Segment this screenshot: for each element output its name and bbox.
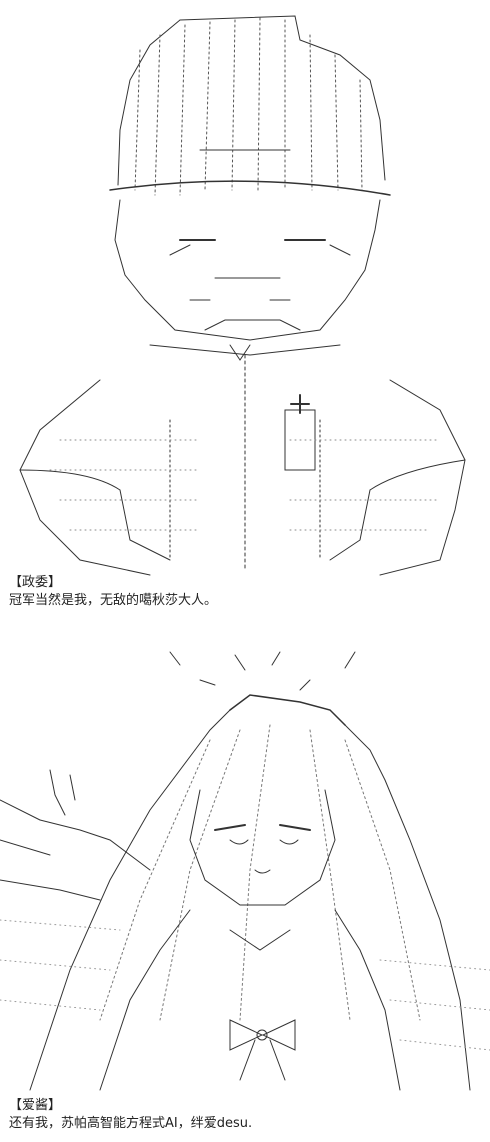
art-panel-katyusha: 【政委】 冠军当然是我，无敌的噶秋莎大人。	[9, 15, 466, 608]
art-panel-ai-chan: 【爱酱】 还有我，苏帕高智能方程式AI，绊爱desu.	[0, 640, 490, 1142]
speaker-bracket-close: 】	[48, 575, 62, 590]
dialogue-line: 还有我，苏帕高智能方程式AI，绊爱desu.	[9, 1116, 253, 1131]
katyusha-figure-illustration	[19, 15, 466, 576]
hat-outline-left	[117, 19, 181, 186]
speaker-name: 爱酱	[22, 1098, 49, 1113]
hat-outline-right	[179, 15, 386, 181]
ascii-art-katyusha	[19, 15, 466, 576]
speaker-name: 政委	[22, 575, 49, 590]
speaker-bracket-open: 【	[9, 575, 23, 590]
speaker-bracket-open: 【	[9, 1098, 23, 1113]
speaker-bracket-close: 】	[48, 1098, 62, 1113]
speaker-tag: 【政委】	[9, 575, 61, 591]
ascii-art-ai-chan	[0, 640, 490, 1095]
dialogue-line: 冠军当然是我，无敌的噶秋莎大人。	[9, 593, 218, 608]
speaker-tag: 【爱酱】	[9, 1098, 61, 1114]
ai-chan-figure-illustration	[0, 651, 490, 1091]
